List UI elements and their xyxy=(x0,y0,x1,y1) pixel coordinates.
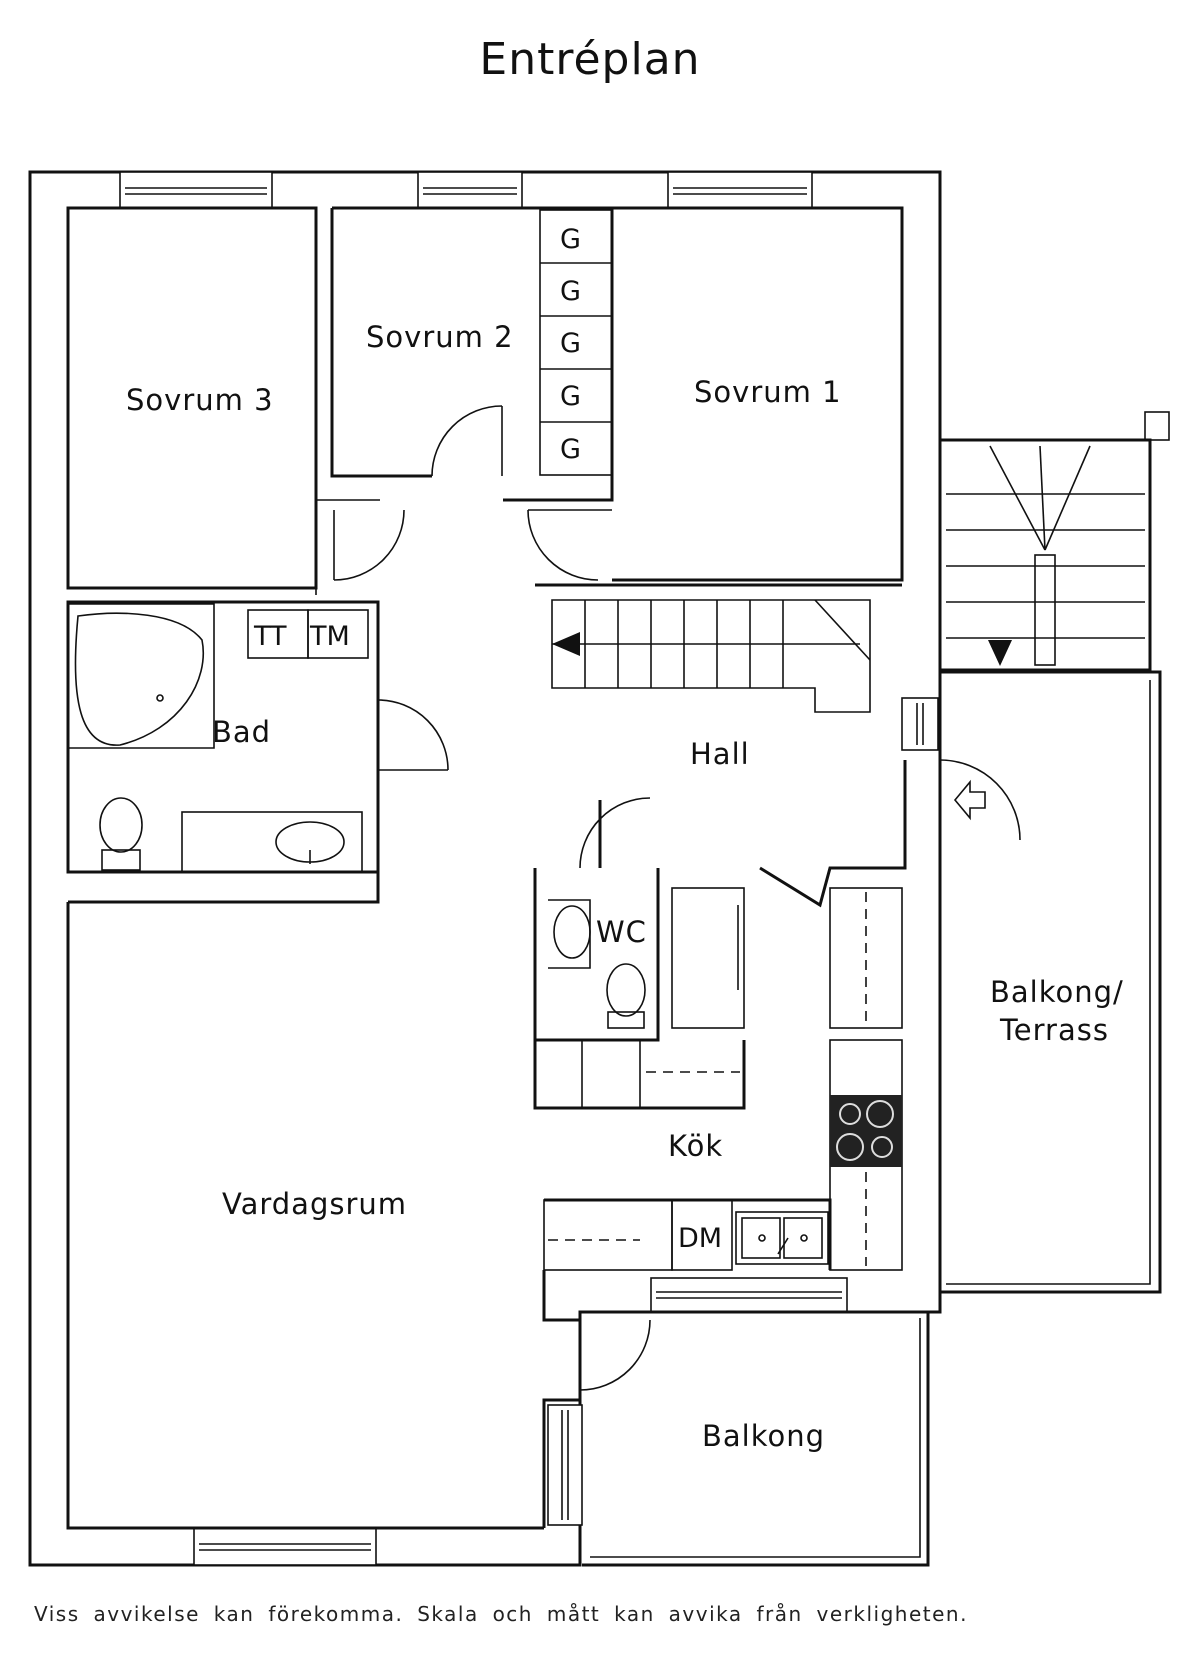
label-sovrum-2: Sovrum 2 xyxy=(366,320,514,354)
room-wc: WC xyxy=(533,868,745,1042)
label-hall: Hall xyxy=(690,737,750,771)
label-sovrum-1: Sovrum 1 xyxy=(694,375,842,409)
wardrobe-label: G xyxy=(560,381,581,412)
room-kok: DM Kök xyxy=(533,887,903,1271)
wardrobe-label: G xyxy=(560,224,581,255)
wardrobe-column: G G G G G xyxy=(539,209,613,476)
label-bad: Bad xyxy=(212,715,271,749)
disclaimer: Viss avvikelse kan förekomma. Skala och … xyxy=(34,1602,968,1626)
room-sovrum-1: Sovrum 1 xyxy=(527,206,904,582)
room-bad: TT TM Bad xyxy=(66,600,449,874)
outer-staircase xyxy=(938,411,1170,672)
label-tvattmaskin: TM xyxy=(309,621,350,652)
label-balkong-terrass-1: Balkong/ xyxy=(990,975,1124,1009)
floor-plan-title: Entréplan xyxy=(479,34,701,85)
wardrobe-label: G xyxy=(560,328,581,359)
room-hall: Hall xyxy=(535,583,1021,908)
label-vardagsrum: Vardagsrum xyxy=(222,1187,407,1221)
wardrobe-label: G xyxy=(560,276,581,307)
label-kok: Kök xyxy=(668,1129,723,1163)
label-balkong: Balkong xyxy=(702,1419,825,1453)
room-balkong: Balkong xyxy=(582,1310,930,1567)
room-sovrum-3: Sovrum 3 xyxy=(66,206,405,590)
label-diskmaskin: DM xyxy=(678,1223,722,1254)
label-balkong-terrass-2: Terrass xyxy=(999,1013,1109,1047)
windows xyxy=(119,171,939,1566)
label-sovrum-3: Sovrum 3 xyxy=(126,383,274,417)
label-wc: WC xyxy=(596,915,647,949)
room-balkong-terrass: Balkong/ Terrass xyxy=(940,670,1162,1294)
wardrobe-label: G xyxy=(560,434,581,465)
label-torktumlare: TT xyxy=(253,621,287,652)
room-vardagsrum: Vardagsrum xyxy=(66,872,651,1530)
